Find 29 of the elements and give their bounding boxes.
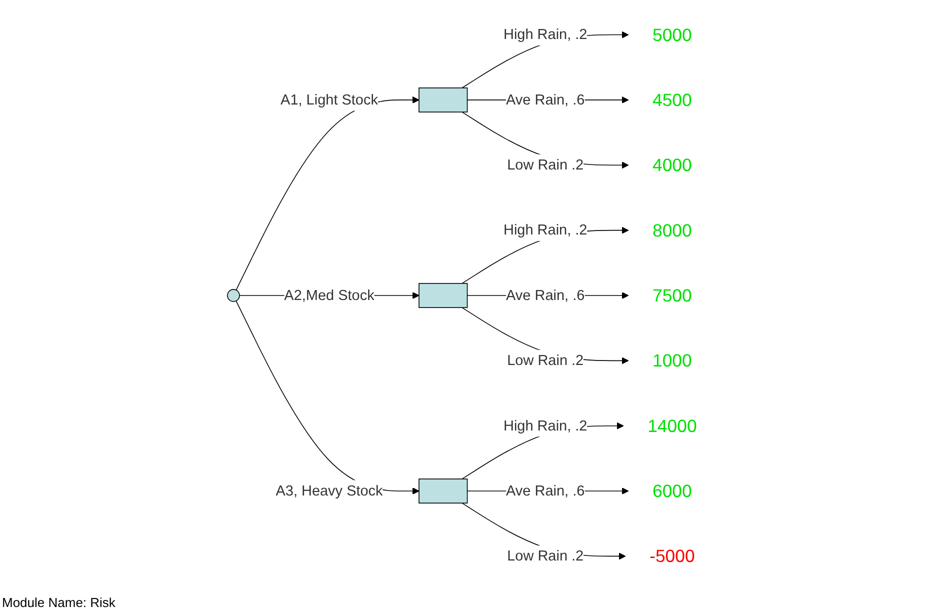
node-text: 8000 xyxy=(652,220,692,240)
edge-label: High Rain, .2 xyxy=(503,416,588,433)
node-box xyxy=(418,282,468,308)
node-box xyxy=(418,86,468,112)
footer-note: Module Name: Risk xyxy=(2,595,116,610)
node-text: 6000 xyxy=(652,480,692,501)
node-text: 1000 xyxy=(652,350,692,370)
edge-label: A2,Med Stock xyxy=(284,286,374,303)
edge-label: A1, Light Stock xyxy=(280,91,378,108)
edge-label: High Rain, .2 xyxy=(503,26,588,42)
edge-label: Low Rain .2 xyxy=(506,547,584,564)
node-text: 7500 xyxy=(652,284,692,306)
node-box xyxy=(418,478,468,503)
edge-label: Low Rain .2 xyxy=(506,156,584,172)
node-text: -5000 xyxy=(649,546,695,566)
edge-label: A3, Heavy Stock xyxy=(276,482,383,498)
arrow xyxy=(236,96,420,290)
edge-label: Low Rain .2 xyxy=(506,352,584,368)
edge-label: High Rain, .2 xyxy=(503,221,588,238)
edge-label: Ave Rain, .6 xyxy=(506,482,584,498)
decision-tree: A1, Light Stock A2,Med Stock A3, Heavy Stock High Rain, .2 Ave Rain, .6 Low Rain .2 High Rain, .2 Ave Rain, .6 Low Rain .2 High Rain, .2 Ave Rain, .6 Low Rain .2 5000 4500 4000 8000 7500 1000 14000 6000 -5000 xyxy=(220,2,728,588)
node-text: 14000 xyxy=(647,415,697,436)
node-text: 4500 xyxy=(652,89,692,110)
node-circle xyxy=(226,288,240,302)
edge-label: Ave Rain, .6 xyxy=(506,286,584,303)
edge-label: Ave Rain, .6 xyxy=(506,91,584,108)
node-text: 5000 xyxy=(652,24,692,44)
node-text: 4000 xyxy=(652,154,692,175)
arrow xyxy=(236,300,420,494)
